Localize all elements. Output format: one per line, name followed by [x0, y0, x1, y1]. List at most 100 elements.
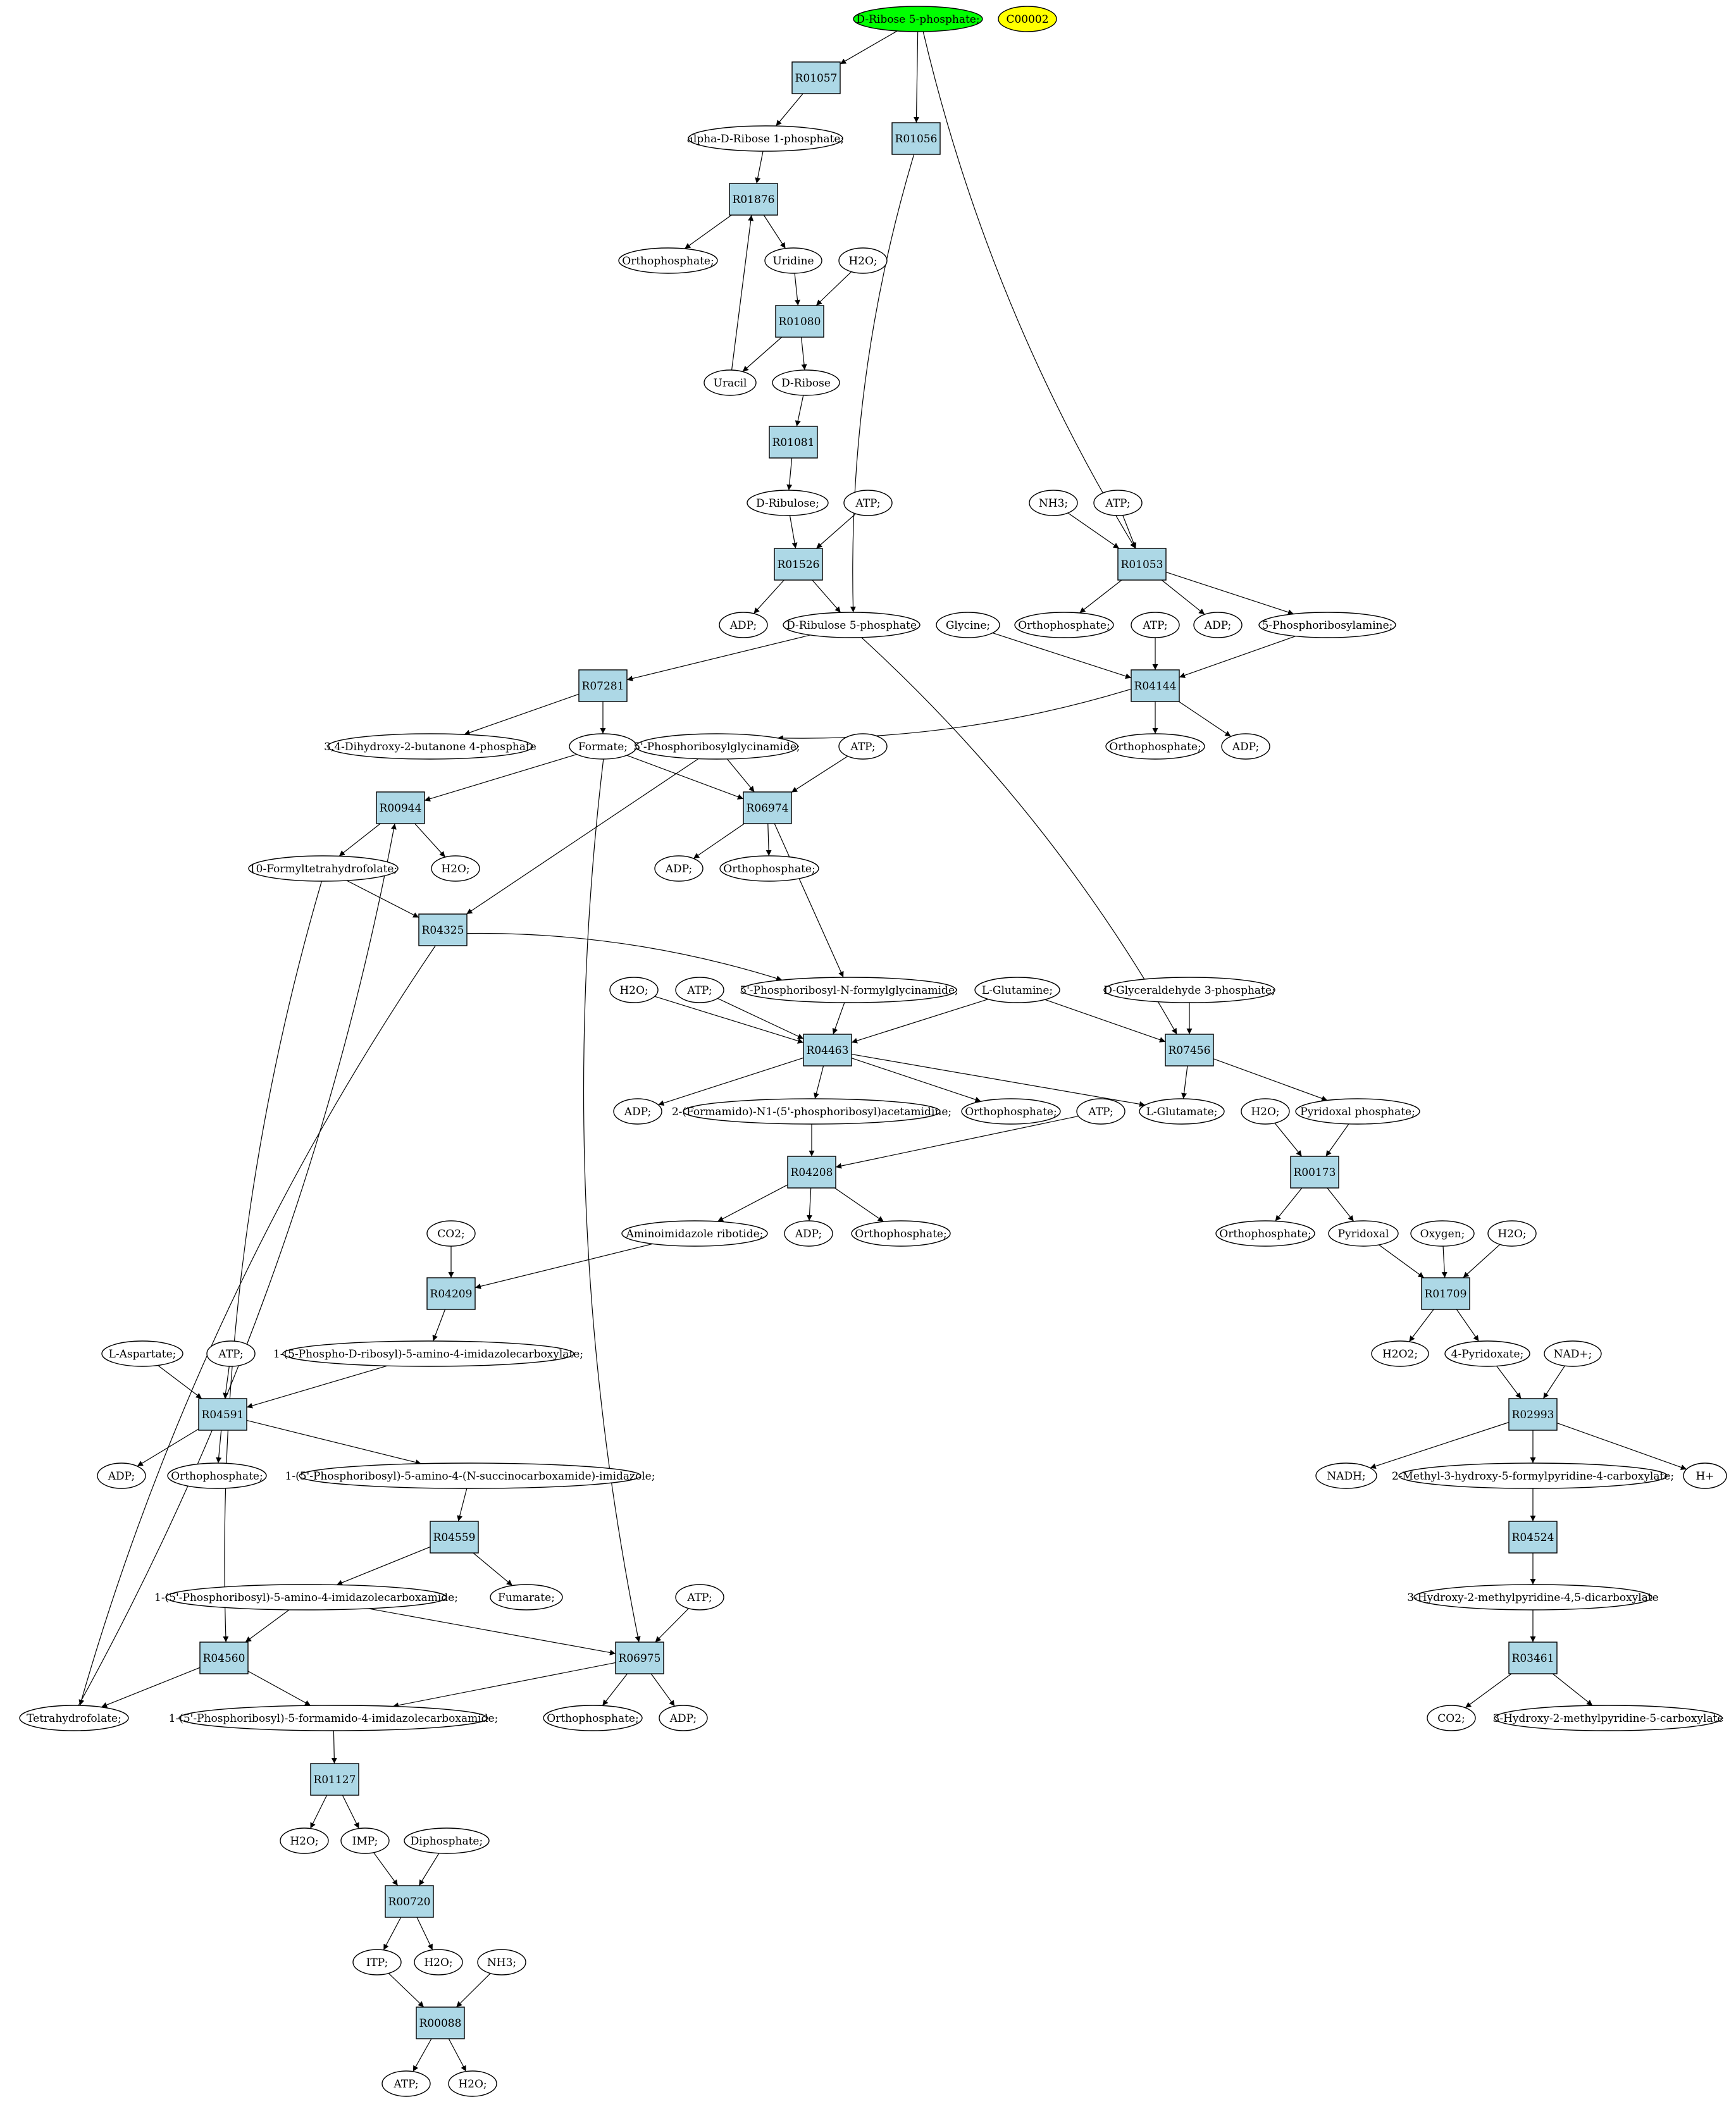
reaction-r00944[interactable]: R00944	[376, 791, 425, 824]
compound-nadh[interactable]: NADH;	[1315, 1462, 1377, 1489]
compound-itp[interactable]: ITP;	[352, 1949, 402, 1975]
compound-adp[interactable]: ADP;	[654, 855, 704, 882]
compound-adp[interactable]: ADP;	[613, 1098, 662, 1125]
compound-1-5-phosphoribosyl-5-amino-4-imidazolecarboxamide[interactable]: 1-(5'-Phosphoribosyl)-5-amino-4-imidazol…	[154, 1584, 458, 1611]
compound-d-ribose[interactable]: D-Ribose	[772, 369, 840, 396]
compound-orthophosphate[interactable]: Orthophosphate;	[1014, 612, 1114, 638]
compound-orthophosphate[interactable]: Orthophosphate;	[719, 855, 819, 882]
compound-atp[interactable]: ATP;	[206, 1340, 256, 1367]
compound-2-methyl-3-hydroxy-5-formylpyridine-4-carboxylate[interactable]: 2-Methyl-3-hydroxy-5-formylpyridine-4-ca…	[1392, 1462, 1674, 1489]
compound-4-pyridoxate[interactable]: 4-Pyridoxate;	[1444, 1340, 1530, 1367]
reaction-r01876[interactable]: R01876	[729, 183, 778, 216]
compound-nad[interactable]: NAD+;	[1544, 1340, 1602, 1367]
reaction-r02993[interactable]: R02993	[1508, 1398, 1558, 1431]
reaction-r06974[interactable]: R06974	[743, 791, 792, 824]
reaction-r01053[interactable]: R01053	[1117, 548, 1167, 581]
reaction-r04208[interactable]: R04208	[787, 1156, 836, 1189]
compound-l-glutamine[interactable]: L-Glutamine;	[974, 977, 1060, 1003]
reaction-r07456[interactable]: R07456	[1165, 1034, 1214, 1066]
compound-fumarate[interactable]: Fumarate;	[490, 1584, 563, 1611]
compound-h2o[interactable]: H2O;	[448, 2070, 497, 2097]
compound-adp[interactable]: ADP;	[659, 1705, 708, 1731]
reaction-r00088[interactable]: R00088	[416, 2006, 465, 2039]
compound-orthophosphate[interactable]: Orthophosphate;	[618, 247, 718, 274]
compound-adp[interactable]: ADP;	[1221, 733, 1270, 760]
compound-orthophosphate[interactable]: Orthophosphate;	[543, 1705, 643, 1731]
compound-diphosphate[interactable]: Diphosphate;	[404, 1827, 490, 1854]
compound-atp[interactable]: ATP;	[843, 490, 893, 516]
compound-orthophosphate[interactable]: Orthophosphate;	[851, 1220, 951, 1247]
reaction-r01057[interactable]: R01057	[791, 61, 841, 94]
compound-l-aspartate[interactable]: L-Aspartate;	[101, 1340, 183, 1367]
compound-uracil[interactable]: Uracil	[704, 369, 757, 396]
reaction-r04209[interactable]: R04209	[426, 1277, 476, 1310]
compound-h2o2[interactable]: H2O2;	[1371, 1340, 1429, 1367]
reaction-r07281[interactable]: R07281	[578, 669, 628, 702]
reaction-r01127[interactable]: R01127	[310, 1763, 359, 1796]
compound-3-4-dihydroxy-2-butanone-4-phosphate[interactable]: 3,4-Dihydroxy-2-butanone 4-phosphate	[324, 733, 536, 760]
compound-1-5-phosphoribosyl-5-formamido-4-imidazolecarboxamide[interactable]: 1-(5'-Phosphoribosyl)-5-formamido-4-imid…	[169, 1705, 499, 1731]
reaction-r04325[interactable]: R04325	[418, 913, 468, 946]
compound-uridine[interactable]: Uridine	[764, 247, 822, 274]
compound-co2[interactable]: CO2;	[1427, 1705, 1476, 1731]
reaction-r01080[interactable]: R01080	[775, 305, 824, 338]
compound-1-5-phosphoribosyl-5-amino-4-n-succinocarboxamide-imidazole[interactable]: 1-(5'-Phosphoribosyl)-5-amino-4-(N-succi…	[285, 1462, 655, 1489]
compound-adp[interactable]: ADP;	[1193, 612, 1243, 638]
reaction-r04463[interactable]: R04463	[803, 1034, 852, 1066]
compound-d-ribulose[interactable]: D-Ribulose;	[747, 490, 829, 516]
compound-alpha-d-ribose-1-phosphate[interactable]: alpha-D-Ribose 1-phosphate;	[687, 125, 844, 152]
compound-h2o[interactable]: H2O;	[1487, 1220, 1537, 1247]
compound-5-phosphoribosylamine[interactable]: 5-Phosphoribosylamine;	[1258, 612, 1396, 638]
compound-d-ribose-5-phosphate[interactable]: D-Ribose 5-phosphate;	[853, 6, 983, 32]
compound-orthophosphate[interactable]: Orthophosphate;	[167, 1462, 267, 1489]
compound-atp[interactable]: ATP;	[1093, 490, 1143, 516]
reaction-r04144[interactable]: R04144	[1131, 669, 1180, 702]
compound-h2o[interactable]: H2O;	[280, 1827, 329, 1854]
compound-co2[interactable]: CO2;	[426, 1220, 476, 1247]
compound-d-glyceraldehyde-3-phosphate[interactable]: D-Glyceraldehyde 3-phosphate;	[1103, 977, 1275, 1003]
compound-adp[interactable]: ADP;	[719, 612, 768, 638]
compound-h2o[interactable]: H2O;	[838, 247, 888, 274]
compound-pyridoxal[interactable]: Pyridoxal	[1328, 1220, 1399, 1247]
compound-h2o[interactable]: H2O;	[414, 1949, 463, 1975]
compound-formate[interactable]: Formate;	[569, 733, 637, 760]
compound-orthophosphate[interactable]: Orthophosphate;	[1215, 1220, 1315, 1247]
compound-atp[interactable]: ATP;	[1131, 612, 1180, 638]
reaction-r01709[interactable]: R01709	[1421, 1277, 1470, 1310]
reaction-r06975[interactable]: R06975	[615, 1641, 664, 1674]
compound-adp[interactable]: ADP;	[97, 1462, 146, 1489]
compound-atp[interactable]: ATP;	[675, 1584, 724, 1611]
reaction-r04560[interactable]: R04560	[199, 1641, 249, 1674]
reaction-r00173[interactable]: R00173	[1290, 1156, 1339, 1189]
compound-h[interactable]: H+	[1683, 1462, 1727, 1489]
reaction-r04591[interactable]: R04591	[198, 1398, 247, 1431]
compound-d-ribulose-5-phosphate[interactable]: D-Ribulose 5-phosphate	[783, 612, 921, 638]
compound-tetrahydrofolate[interactable]: Tetrahydrofolate;	[19, 1705, 129, 1731]
reaction-r01081[interactable]: R01081	[769, 426, 818, 459]
compound-l-glutamate[interactable]: L-Glutamate;	[1139, 1098, 1225, 1125]
compound-oxygen[interactable]: Oxygen;	[1410, 1220, 1475, 1247]
compound-10-formyltetrahydrofolate[interactable]: 10-Formyltetrahydrofolate;	[248, 855, 399, 882]
compound-h2o[interactable]: H2O;	[609, 977, 659, 1003]
compound-atp[interactable]: ATP;	[381, 2070, 431, 2097]
compound-nh3[interactable]: NH3;	[477, 1949, 526, 1975]
compound-aminoimidazole-ribotide[interactable]: Aminoimidazole ribotide;	[621, 1220, 768, 1247]
compound-nh3[interactable]: NH3;	[1029, 490, 1078, 516]
reaction-r01526[interactable]: R01526	[774, 548, 823, 581]
compound-glycine[interactable]: Glycine;	[936, 612, 1000, 638]
compound-1-5-phospho-d-ribosyl-5-amino-4-imidazolecarboxylate[interactable]: 1-(5-Phospho-D-ribosyl)-5-amino-4-imidaz…	[273, 1340, 583, 1367]
compound-3-hydroxy-2-methylpyridine-5-carboxylate[interactable]: 3-Hydroxy-2-methylpyridine-5-carboxylate	[1493, 1705, 1724, 1731]
compound-imp[interactable]: IMP;	[340, 1827, 390, 1854]
compound-5-phosphoribosyl-n-formylglycinamide[interactable]: 5'-Phosphoribosyl-N-formylglycinamide;	[740, 977, 958, 1003]
reaction-r00720[interactable]: R00720	[385, 1885, 434, 1918]
compound-2-formamido-n1-5-phosphoribosyl-acetamidine[interactable]: 2-(Formamido)-N1-(5'-phosphoribosyl)acet…	[672, 1098, 952, 1125]
compound-orthophosphate[interactable]: Orthophosphate;	[961, 1098, 1061, 1125]
reaction-r01056[interactable]: R01056	[891, 122, 941, 155]
reaction-r04559[interactable]: R04559	[430, 1521, 479, 1554]
compound-atp[interactable]: ATP;	[838, 733, 888, 760]
compound-5-phosphoribosylglycinamide[interactable]: 5'-Phosphoribosylglycinamide;	[633, 733, 800, 760]
compound-pyridoxal-phosphate[interactable]: Pyridoxal phosphate;	[1295, 1098, 1420, 1125]
reaction-r04524[interactable]: R04524	[1508, 1521, 1558, 1554]
compound-h2o[interactable]: H2O;	[1241, 1098, 1290, 1125]
compound-atp[interactable]: ATP;	[675, 977, 724, 1003]
